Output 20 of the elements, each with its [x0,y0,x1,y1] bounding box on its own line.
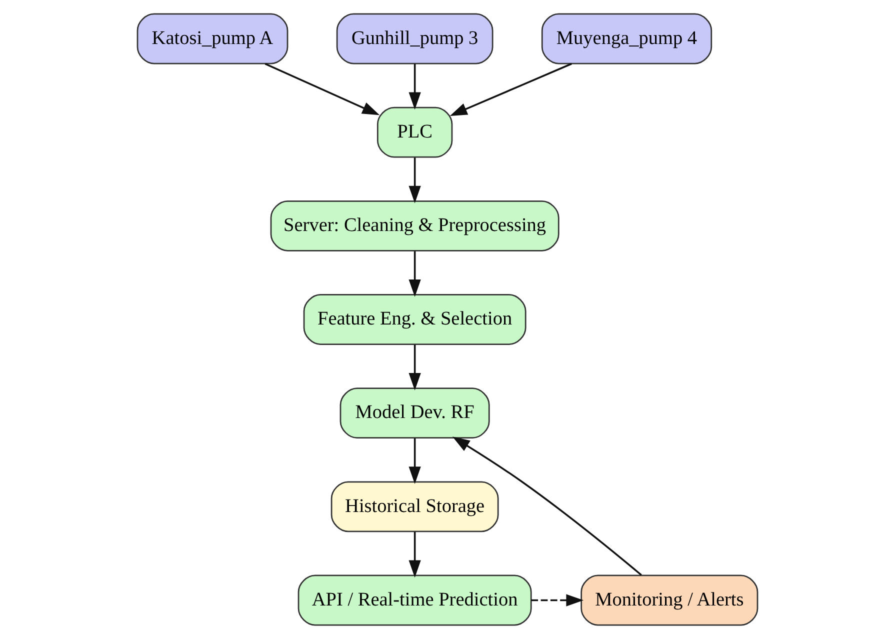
arrow [264,62,380,116]
arrow [408,158,420,204]
node-box: API / Real-time Prediction [297,574,532,626]
node-box: Model Dev. RF [339,388,490,439]
arrow [408,344,420,390]
node-box: Katosi_pump A [136,13,288,64]
arrow [408,532,420,578]
node-box: PLC [376,106,452,158]
arrow [408,64,420,110]
node-box: Server: Cleaning & Preprocessing [270,200,559,252]
arrow [452,436,642,576]
node-box: Feature Eng. & Selection [302,294,526,345]
node-box: Muyenga_pump 4 [540,13,712,64]
arrow [408,438,420,484]
node-box: Gunhill_pump 3 [336,13,493,64]
node-box: Historical Storage [330,481,498,532]
node-box: Monitoring / Alerts [580,574,758,626]
arrow [408,251,420,297]
arrow [530,594,584,606]
arrow [449,62,572,116]
